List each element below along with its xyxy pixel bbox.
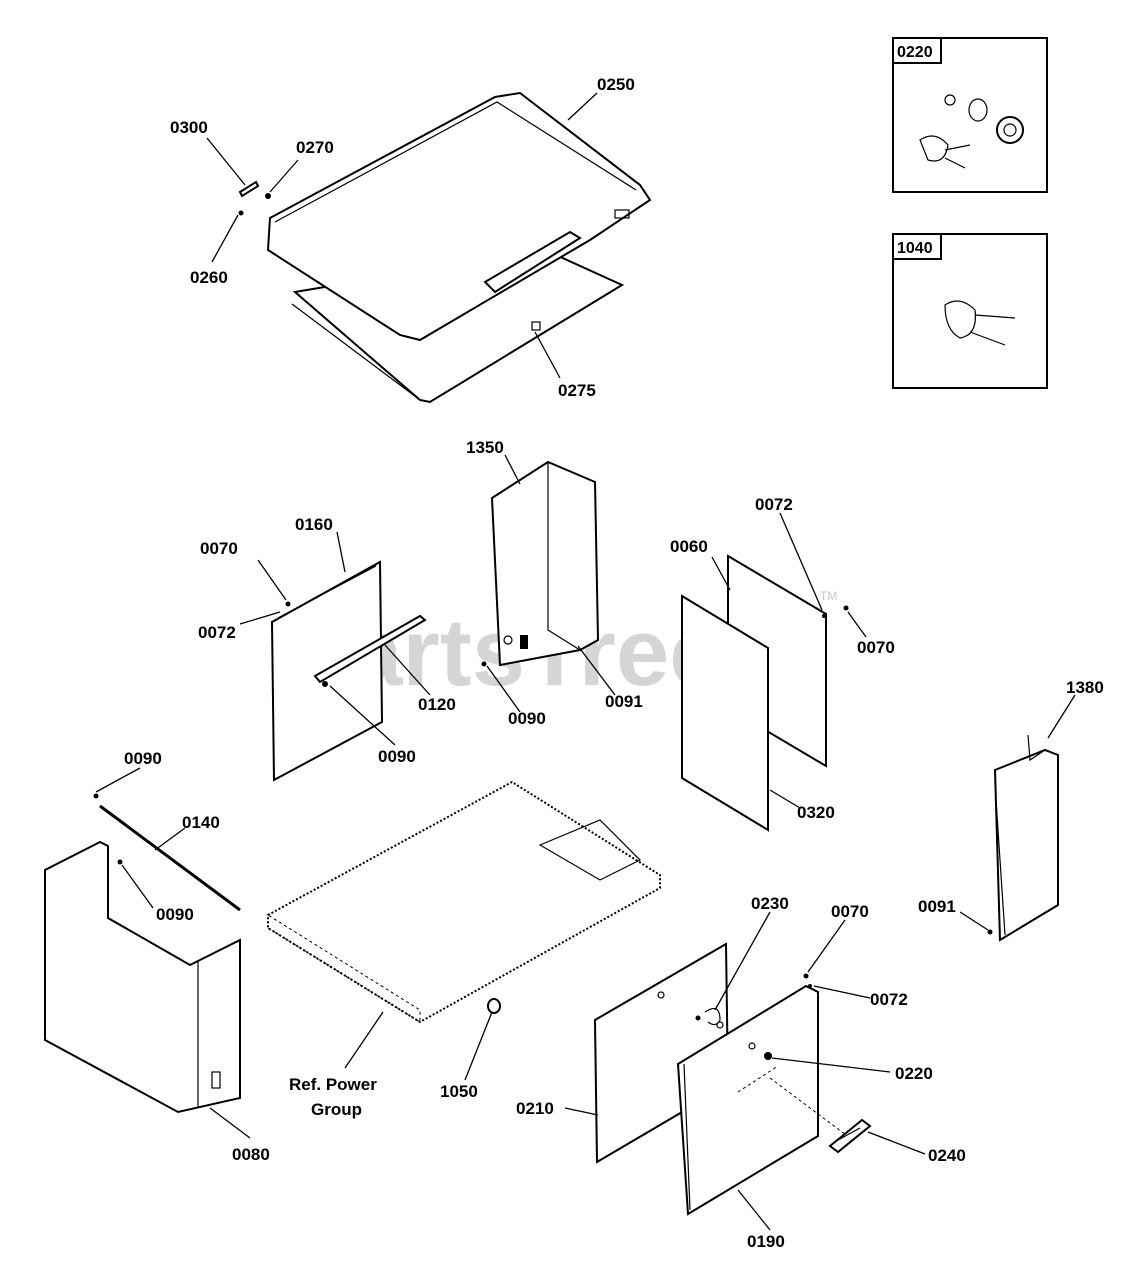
part-0090-screw-d[interactable] xyxy=(117,859,123,865)
label-0090-d: 0090 xyxy=(156,905,194,924)
part-0300-handle-pin[interactable] xyxy=(238,180,260,198)
label-0090-b: 0090 xyxy=(378,747,416,766)
label-0250: 0250 xyxy=(597,75,635,94)
label-0190: 0190 xyxy=(747,1232,785,1251)
label-0210: 0210 xyxy=(516,1099,554,1118)
part-0072-washer-c[interactable] xyxy=(808,984,812,988)
part-0270-fastener[interactable] xyxy=(265,193,271,199)
label-ref-power-line2: Group xyxy=(311,1100,362,1119)
part-1050-plug[interactable] xyxy=(487,998,501,1014)
label-0275: 0275 xyxy=(558,381,596,400)
inset-box-1040[interactable]: 1040 xyxy=(892,233,1048,389)
part-0250-top-cover[interactable] xyxy=(266,91,652,342)
part-0091-screw-b[interactable] xyxy=(987,929,993,935)
label-0070-b: 0070 xyxy=(857,638,895,657)
label-0060: 0060 xyxy=(670,537,708,556)
label-0230: 0230 xyxy=(751,894,789,913)
part-0240-handle[interactable] xyxy=(828,1118,872,1154)
part-0090-screw[interactable] xyxy=(481,661,487,667)
label-0091-b: 0091 xyxy=(918,897,956,916)
label-0260: 0260 xyxy=(190,268,228,287)
inset-box-0220[interactable]: 0220 xyxy=(892,37,1048,193)
label-1350: 1350 xyxy=(466,438,504,457)
part-0230-latch[interactable] xyxy=(695,1007,724,1029)
label-0090-a: 0090 xyxy=(508,709,546,728)
label-0160: 0160 xyxy=(295,515,333,534)
part-0260-fastener[interactable] xyxy=(238,210,244,216)
part-0090-screw-c[interactable] xyxy=(93,793,99,799)
inset-label-0220: 0220 xyxy=(897,44,933,61)
part-1380-side-panel[interactable] xyxy=(993,734,1059,942)
label-ref-power-line1: Ref. Power xyxy=(289,1075,377,1094)
label-0072-a: 0072 xyxy=(198,623,236,642)
part-0070-screw-b[interactable] xyxy=(843,605,849,611)
part-0070-screw[interactable] xyxy=(285,601,291,607)
part-0220-lock[interactable] xyxy=(764,1052,772,1060)
part-power-group-base[interactable] xyxy=(267,780,661,1024)
label-0070-c: 0070 xyxy=(831,902,869,921)
label-0072-c: 0072 xyxy=(870,990,908,1009)
label-0120: 0120 xyxy=(418,695,456,714)
label-0091-a: 0091 xyxy=(605,692,643,711)
label-0090-c: 0090 xyxy=(124,749,162,768)
label-1050: 1050 xyxy=(440,1082,478,1101)
label-1380: 1380 xyxy=(1066,678,1104,697)
label-0220: 0220 xyxy=(895,1064,933,1083)
inset-label-1040: 1040 xyxy=(897,240,933,257)
label-0270: 0270 xyxy=(296,138,334,157)
label-0072-b: 0072 xyxy=(755,495,793,514)
watermark-trademark: TM xyxy=(820,589,837,603)
part-0320-front-panel[interactable] xyxy=(681,594,769,832)
label-0240: 0240 xyxy=(928,1146,966,1165)
label-0070-a: 0070 xyxy=(200,539,238,558)
part-1350-center-panel[interactable] xyxy=(490,460,600,667)
part-0072-washer-b[interactable] xyxy=(822,614,826,618)
part-0140-rod[interactable] xyxy=(99,804,241,912)
part-0070-screw-c[interactable] xyxy=(803,973,809,979)
label-0140: 0140 xyxy=(182,813,220,832)
part-0120-rail[interactable] xyxy=(313,614,427,687)
label-0080: 0080 xyxy=(232,1145,270,1164)
part-0080-housing[interactable] xyxy=(44,840,241,1114)
label-0300: 0300 xyxy=(170,118,208,137)
label-0320: 0320 xyxy=(797,803,835,822)
